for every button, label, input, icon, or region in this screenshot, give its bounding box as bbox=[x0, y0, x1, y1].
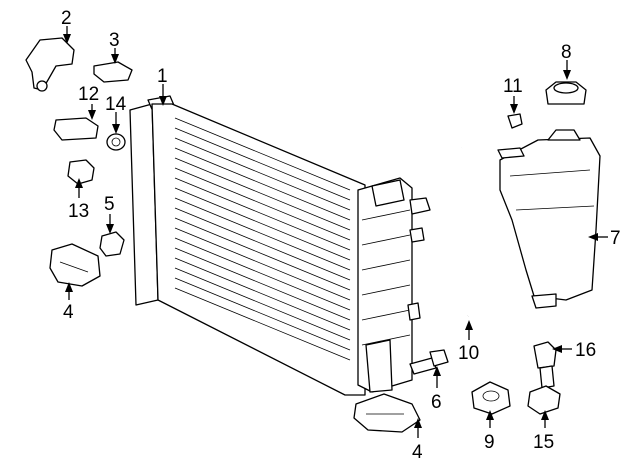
callout-6: 6 bbox=[431, 392, 442, 413]
callout-16: 16 bbox=[575, 340, 596, 361]
o-ring-part-14 bbox=[106, 112, 126, 151]
plug-part-13 bbox=[67, 159, 95, 198]
hose-part-10 bbox=[433, 144, 483, 340]
mount-part-4-bottom bbox=[353, 393, 422, 438]
sensor-part-12 bbox=[53, 104, 99, 141]
cap-part-8 bbox=[545, 60, 587, 105]
screw-part-11 bbox=[507, 96, 523, 129]
callout-7: 7 bbox=[610, 228, 621, 249]
callout-2: 2 bbox=[61, 8, 72, 29]
drain-assembly-part-15-16 bbox=[527, 341, 572, 428]
mount-part-4-left bbox=[49, 243, 101, 300]
callout-4-bottom: 4 bbox=[412, 442, 423, 463]
nut-part-9 bbox=[471, 381, 511, 428]
callout-3: 3 bbox=[109, 30, 120, 51]
callout-11: 11 bbox=[503, 76, 523, 97]
bolt-part-6 bbox=[409, 349, 449, 388]
callout-5: 5 bbox=[104, 194, 115, 215]
callout-9: 9 bbox=[484, 432, 495, 453]
callout-8: 8 bbox=[561, 42, 572, 63]
callout-15: 15 bbox=[533, 432, 554, 453]
clip-part-3 bbox=[93, 48, 133, 83]
callout-10: 10 bbox=[458, 343, 479, 364]
callout-14: 14 bbox=[105, 94, 127, 115]
radiator-part bbox=[129, 84, 431, 396]
bracket-part-2 bbox=[25, 26, 75, 92]
callout-1: 1 bbox=[157, 66, 168, 87]
callout-4-left: 4 bbox=[63, 302, 74, 323]
callout-12: 12 bbox=[78, 84, 99, 105]
bushing-part-5 bbox=[99, 214, 125, 257]
expansion-tank-part-7 bbox=[497, 129, 608, 309]
callout-13: 13 bbox=[68, 201, 89, 222]
